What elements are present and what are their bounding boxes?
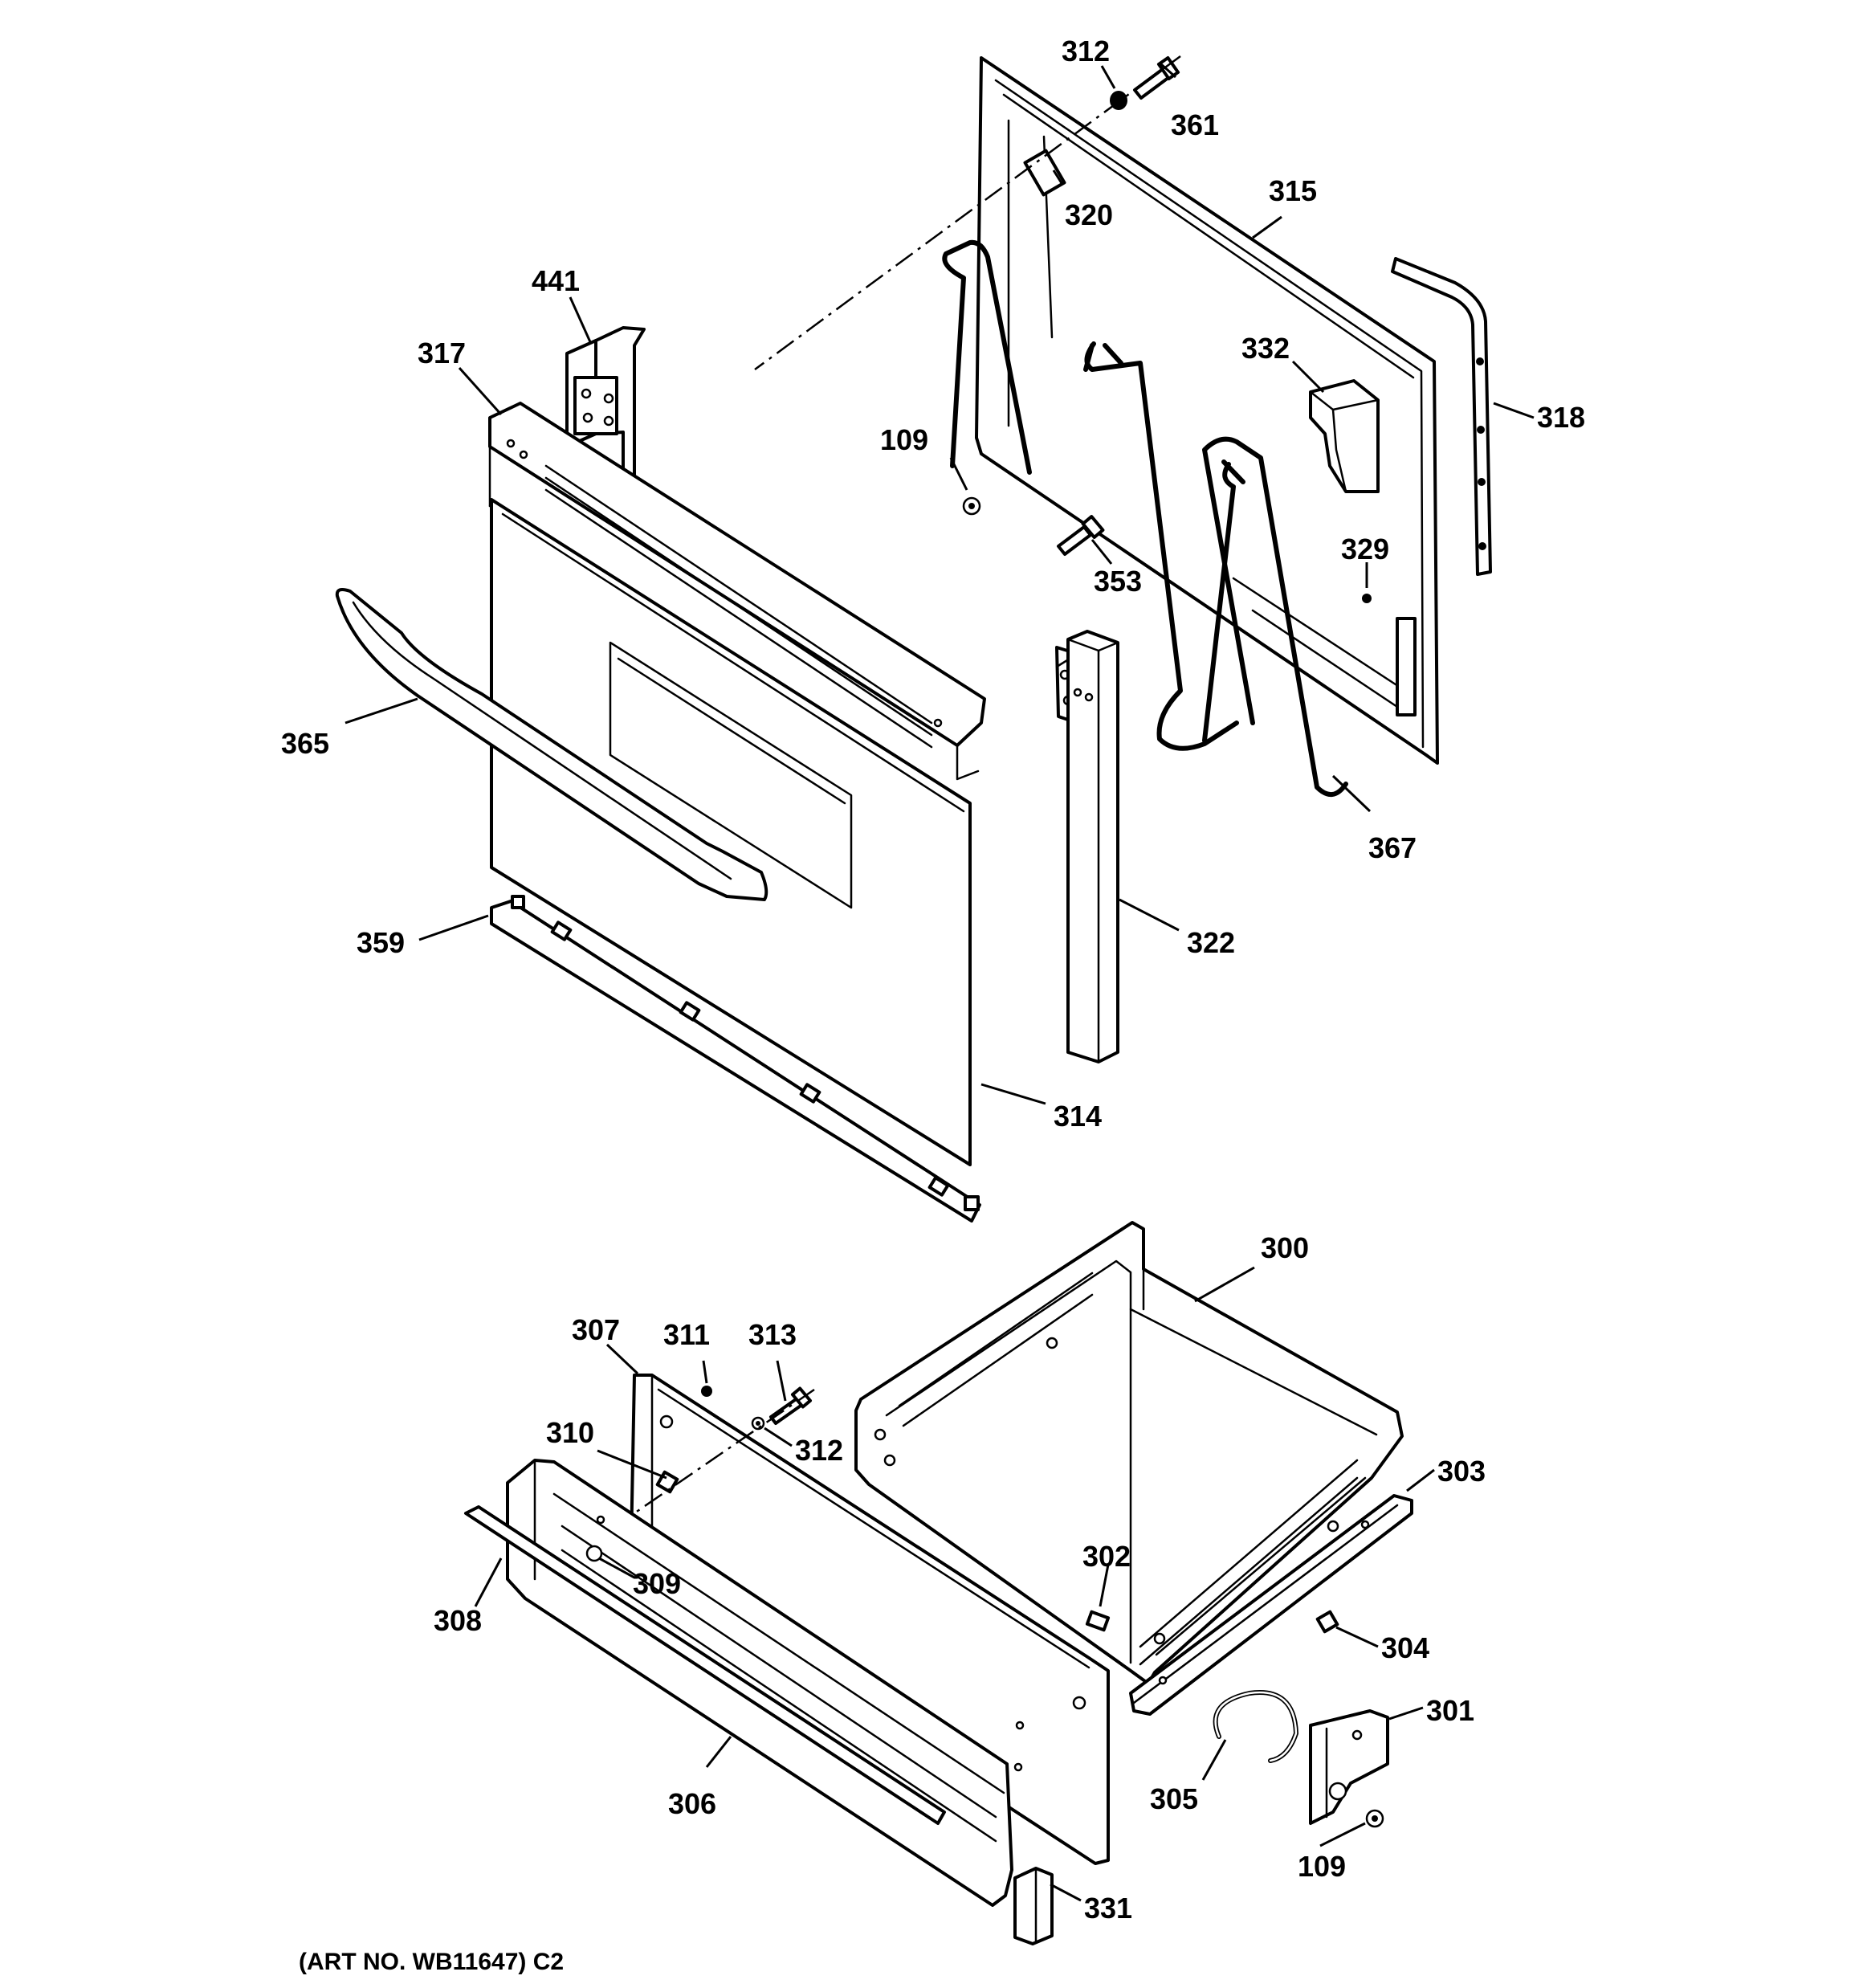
- label-312-top: 312: [1062, 35, 1110, 67]
- label-306: 306: [668, 1787, 716, 1820]
- label-441: 441: [532, 264, 580, 297]
- nut-109-lower: [1365, 1809, 1384, 1828]
- leader-lines: [344, 63, 1535, 1902]
- hinge-441: [565, 326, 646, 484]
- drawer-bracket-301: [1309, 1709, 1389, 1825]
- roller-304: [1315, 1610, 1339, 1634]
- label-320: 320: [1065, 198, 1113, 231]
- washer-312-lower: [751, 1416, 765, 1431]
- label-365: 365: [281, 727, 329, 760]
- wire-hangers: [942, 239, 1348, 797]
- label-300: 300: [1261, 1231, 1309, 1264]
- nut-311: [701, 1386, 712, 1397]
- label-313: 313: [748, 1318, 797, 1351]
- label-315: 315: [1269, 174, 1317, 207]
- label-329: 329: [1341, 533, 1389, 565]
- label-109-lower: 109: [1298, 1850, 1346, 1883]
- door-gasket-318: [1391, 257, 1492, 576]
- drawer-trim-308: [464, 1505, 946, 1825]
- label-309: 309: [633, 1567, 681, 1600]
- part-labels: 312 361 320 315 441 317 332 318 109 329 …: [281, 35, 1585, 1925]
- roller-302: [1085, 1610, 1111, 1632]
- door-bottom-trim-359: [490, 895, 981, 1223]
- label-361: 361: [1171, 108, 1219, 141]
- label-302: 302: [1082, 1540, 1131, 1573]
- spring-305: [1213, 1690, 1298, 1763]
- label-305: 305: [1150, 1782, 1198, 1815]
- label-318: 318: [1537, 401, 1585, 434]
- hinge-receptacle-320: [1023, 149, 1066, 197]
- label-304: 304: [1381, 1631, 1429, 1664]
- label-310: 310: [546, 1416, 594, 1449]
- drawer-body-300: [854, 1221, 1404, 1685]
- slide-rail-303: [1129, 1494, 1413, 1716]
- label-311: 311: [663, 1318, 710, 1351]
- nut-109-upper: [962, 496, 981, 516]
- insulation-332: [1309, 379, 1380, 493]
- label-331: 331: [1084, 1892, 1132, 1925]
- screw-329: [1362, 594, 1372, 603]
- art-number-caption: (ART NO. WB11647) C2: [299, 1949, 564, 1975]
- label-301: 301: [1426, 1694, 1474, 1727]
- vent-trim-317: [488, 402, 986, 781]
- drawer-front-306: [506, 1459, 1013, 1907]
- bracket-331: [1013, 1867, 1054, 1945]
- label-367: 367: [1368, 831, 1417, 864]
- label-353: 353: [1094, 565, 1142, 598]
- vent-slots: [544, 464, 933, 749]
- label-312-lower: 312: [795, 1434, 843, 1467]
- side-rail-322: [1055, 630, 1119, 1063]
- screw-313: [769, 1386, 813, 1425]
- screw-353: [1057, 515, 1105, 556]
- door-handle-365: [335, 588, 768, 901]
- label-303: 303: [1437, 1455, 1486, 1488]
- label-314: 314: [1054, 1100, 1102, 1133]
- label-109-upper: 109: [880, 423, 928, 456]
- label-308: 308: [434, 1604, 482, 1637]
- label-317: 317: [418, 337, 466, 369]
- label-307: 307: [572, 1313, 620, 1346]
- outer-door-314: [490, 498, 972, 1166]
- label-359: 359: [357, 926, 405, 959]
- oven-rack-wire-367: [1202, 462, 1236, 743]
- label-332: 332: [1241, 332, 1290, 365]
- label-322: 322: [1187, 926, 1235, 959]
